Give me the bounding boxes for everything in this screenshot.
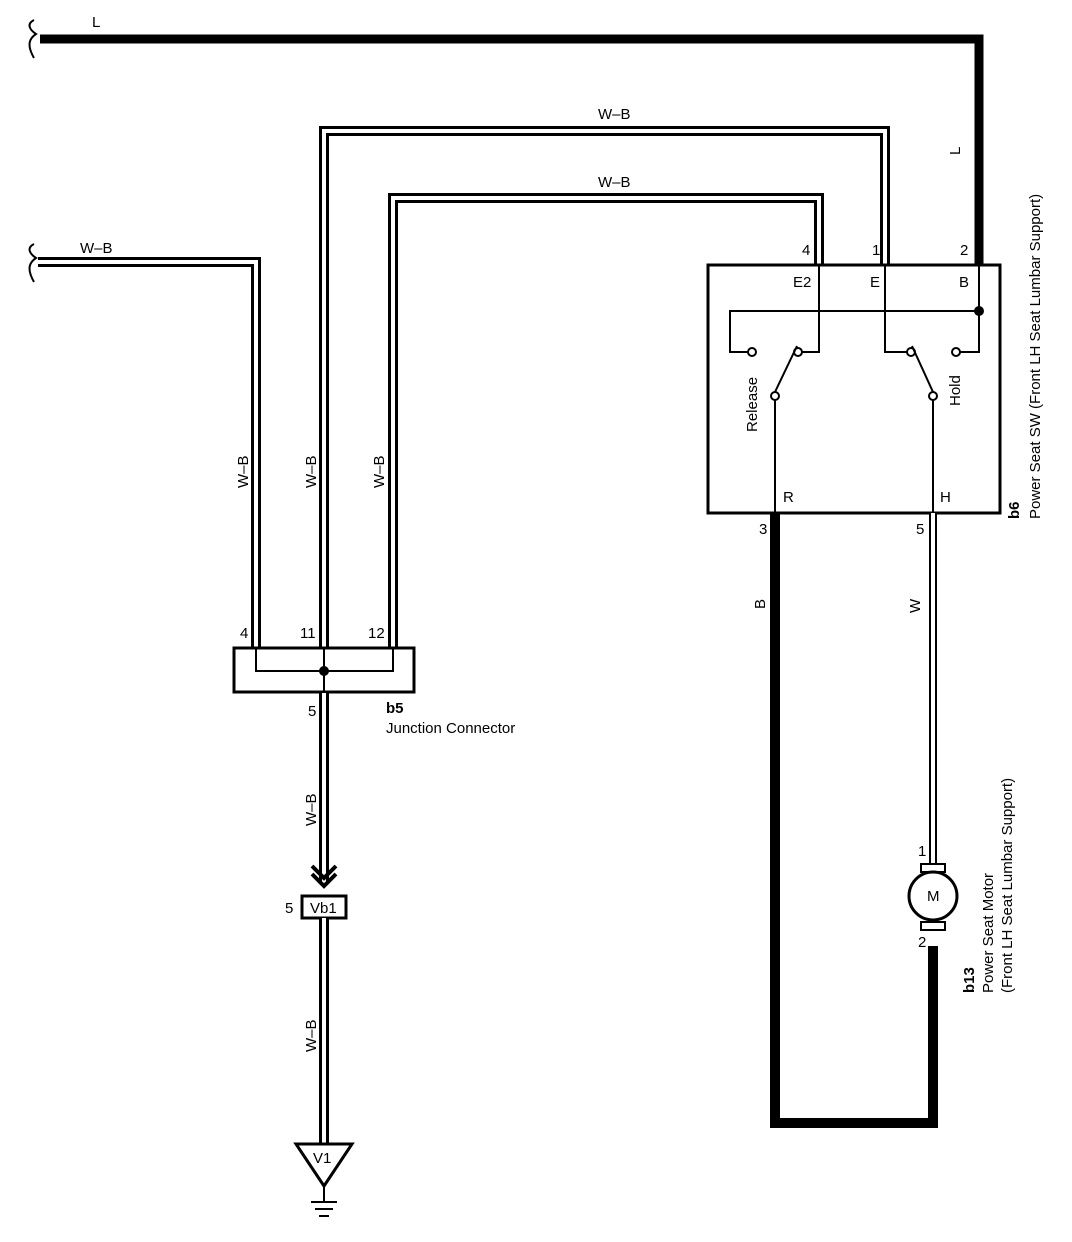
switch-terminal-r: R (783, 489, 794, 506)
wire-label-wb-right-vert: W–B (371, 455, 388, 488)
wire-wb-down-1: W–B (303, 693, 338, 889)
wire-label-wb-left-top: W–B (80, 240, 113, 257)
switch-terminal-e: E (870, 274, 880, 291)
wire-label-w: W (907, 598, 924, 613)
wire-w: W (907, 513, 937, 866)
connector-vb1-label: Vb1 (310, 900, 337, 917)
wire-wb-inner: W–B W–B (371, 174, 824, 648)
ground-v1: V1 (293, 1142, 355, 1217)
wire-wb-down-2: W–B (303, 918, 329, 1146)
junction-name: Junction Connector (386, 720, 515, 737)
wire-label-wb-down-1: W–B (303, 793, 320, 826)
motor-code: b13 (961, 967, 978, 993)
motor-icon (907, 870, 959, 922)
switch-pin-b: 2 (960, 242, 968, 259)
ground-icon (311, 1201, 337, 1217)
switch-pin-h: 5 (916, 521, 924, 538)
switch-pin-e: 1 (872, 242, 880, 259)
wire-label-l-right: L (947, 147, 964, 155)
wire-label-l-top: L (92, 14, 100, 31)
ground-label: V1 (313, 1150, 331, 1167)
switch-pin-r: 3 (759, 521, 767, 538)
switch-code: b6 (1006, 501, 1023, 519)
connector-vb1-pin: 5 (285, 900, 293, 917)
switch-terminal-b: B (959, 274, 969, 291)
wire-break-icon (28, 243, 38, 283)
switch-terminal-h: H (940, 489, 951, 506)
power-seat-motor-b13: M 1 2 b13 Power Seat Motor (Front LH Sea… (907, 778, 1016, 993)
motor-sub: (Front LH Seat Lumbar Support) (999, 778, 1016, 993)
hold-switch-icon (906, 345, 961, 513)
wire-label-wb-mid-vert: W–B (303, 455, 320, 488)
motor-name: Power Seat Motor (980, 873, 997, 993)
junction-connector-b5: 4 11 12 5 b5 Junction Connector (232, 625, 515, 737)
motor-pin-2: 2 (918, 934, 926, 951)
junction-pin-11: 11 (300, 625, 316, 642)
wire-b: B (752, 513, 938, 1128)
switch-terminal-e2: E2 (793, 274, 811, 291)
switch-release-label: Release (744, 377, 761, 432)
power-seat-switch-b6: 4 1 2 E2 E B Release Hold R H (706, 194, 1044, 538)
motor-symbol: M (927, 888, 940, 905)
junction-pin-5: 5 (308, 703, 316, 720)
wire-label-b: B (752, 599, 769, 609)
wire-wb-outer: W–B W–B (303, 106, 890, 648)
switch-hold-label: Hold (947, 375, 964, 406)
switch-name: Power Seat SW (Front LH Seat Lumbar Supp… (1027, 194, 1044, 519)
wire-label-wb-outer-top: W–B (598, 106, 631, 123)
motor-pin-1: 1 (918, 843, 926, 860)
wire-label-wb-left-vert: W–B (235, 455, 252, 488)
wire-label-wb-inner-top: W–B (598, 174, 631, 191)
junction-pin-12: 12 (368, 625, 385, 642)
wire-l: L L (28, 14, 984, 265)
wire-label-wb-down-2: W–B (303, 1019, 320, 1052)
release-switch-icon (747, 345, 803, 513)
wire-wb-left: W–B W–B (28, 240, 261, 648)
wire-break-icon (28, 19, 38, 59)
junction-pin-4: 4 (240, 625, 248, 642)
switch-pin-e2: 4 (802, 242, 810, 259)
junction-code: b5 (386, 700, 404, 717)
connector-vb1: Vb1 5 (285, 894, 348, 920)
